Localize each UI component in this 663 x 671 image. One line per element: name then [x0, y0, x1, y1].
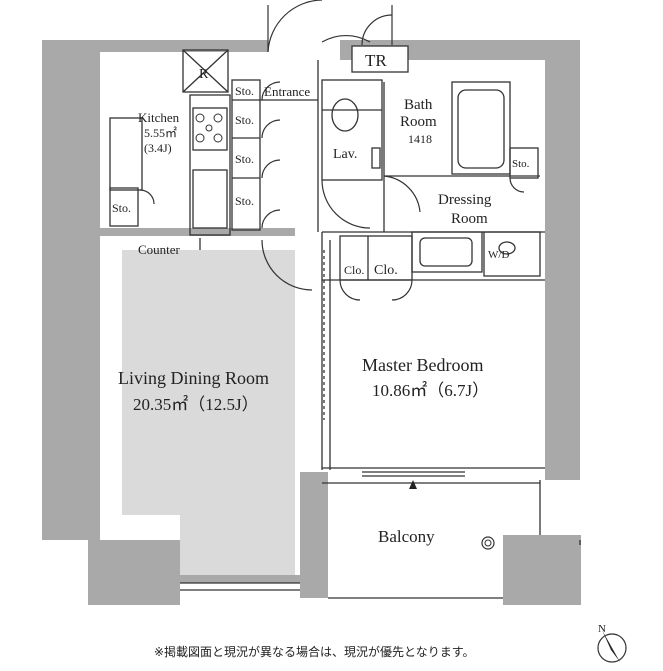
drain-icon [481, 536, 495, 550]
balcony-label: Balcony [378, 527, 435, 546]
refrigerator-label: R [199, 67, 209, 82]
compass-icon: N [597, 623, 627, 663]
entrance-label: Entrance [264, 84, 310, 99]
door-swings [139, 0, 525, 301]
bath-label-1: Bath [404, 97, 433, 113]
storage-label-2: Sto. [235, 113, 254, 127]
storage-label-4: Sto. [235, 194, 254, 208]
counter-label: Counter [138, 242, 181, 257]
storage-label-bath: Sto. [512, 158, 530, 170]
footnote: ※掲載図面と現況が異なる場合は、現況が優先となります。 [154, 645, 475, 659]
closet-label-1: Clo. [344, 263, 364, 277]
stove-burners [195, 113, 223, 143]
trunk-room-box [351, 45, 409, 73]
master-bedroom-name: Master Bedroom [362, 355, 483, 375]
ldk-name: Living Dining Room [118, 368, 269, 388]
outer-walls [42, 40, 581, 605]
trunk-room-label: TR [365, 51, 387, 70]
compass-north-label: N [598, 623, 606, 635]
dressing-label-2: Room [451, 211, 488, 227]
bath-label-2: Room [400, 114, 437, 130]
closet-label-2: Clo. [374, 263, 398, 278]
storage-label-1: Sto. [235, 84, 254, 98]
window-arrow-icon [409, 480, 417, 489]
lav-label: Lav. [333, 147, 357, 162]
master-bedroom-area: 10.86㎡（6.7J） [372, 381, 489, 400]
kitchen-area: 5.55㎡ [144, 126, 177, 140]
kitchen-tatami: (3.4J) [144, 141, 172, 155]
storage-label-3: Sto. [235, 152, 254, 166]
washer-dryer-label: W/D [488, 249, 509, 261]
storage-label-kitchen: Sto. [112, 201, 131, 215]
kitchen-name: Kitchen [138, 110, 180, 125]
dressing-label-1: Dressing [438, 192, 492, 208]
interior-lines [109, 49, 581, 599]
ldk-floor-tint [122, 250, 295, 575]
bath-size: 1418 [408, 132, 432, 146]
ldk-area: 20.35㎡（12.5J） [133, 395, 259, 414]
